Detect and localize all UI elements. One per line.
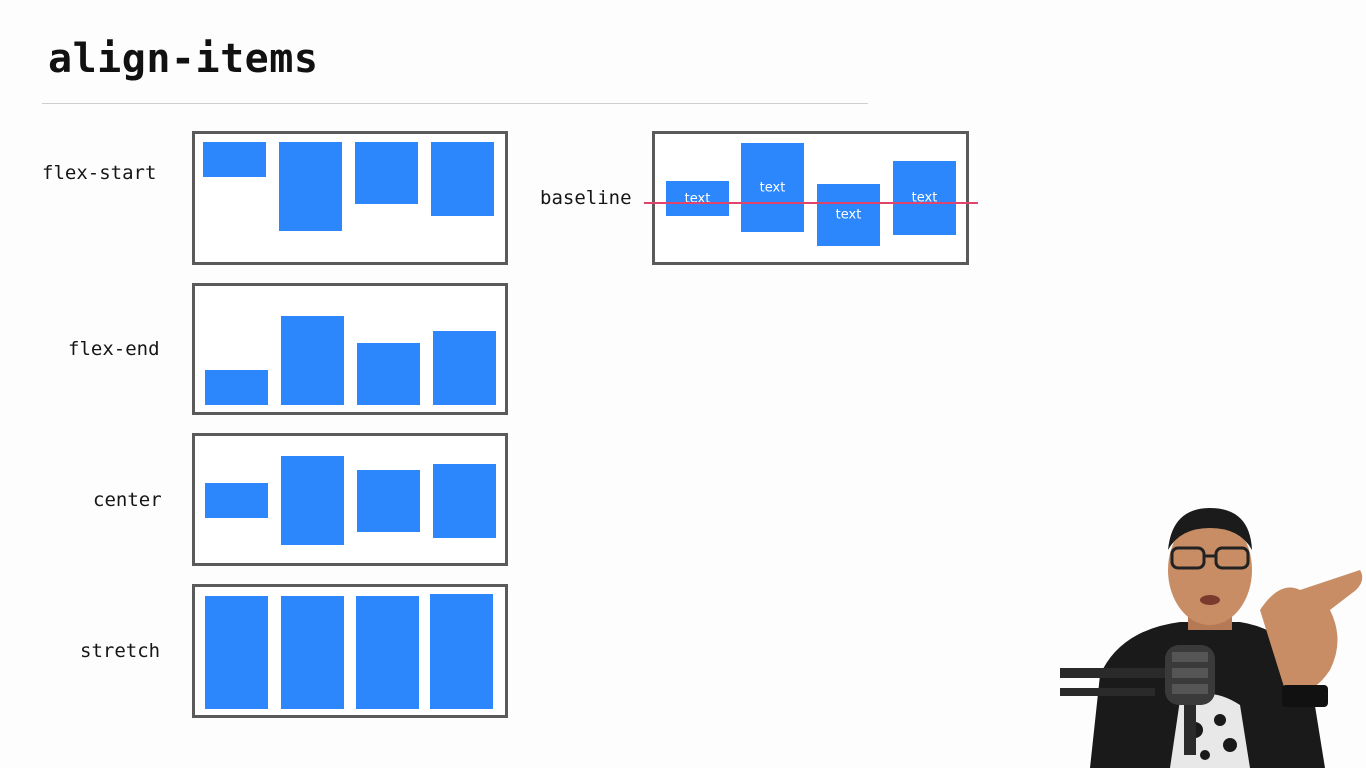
label-stretch: stretch: [80, 640, 161, 662]
demo-box-center: [192, 433, 508, 566]
flex-item: [203, 142, 266, 177]
presenter-illustration: [1060, 508, 1363, 768]
label-center: center: [93, 489, 162, 511]
flex-item: [281, 316, 344, 405]
baseline-indicator-line: [644, 202, 978, 204]
flex-item: [433, 331, 496, 405]
flex-item: text: [741, 143, 804, 232]
flex-item: [205, 370, 268, 405]
label-baseline: baseline: [540, 187, 632, 209]
flex-item: [357, 470, 420, 532]
item-text: text: [759, 180, 786, 195]
presenter-webcam: [1060, 500, 1366, 768]
flex-item: [205, 483, 268, 518]
label-flex-start: flex-start: [42, 162, 157, 184]
flex-item: text: [817, 184, 880, 246]
flex-item: [356, 596, 419, 709]
flex-item: [433, 464, 496, 538]
slide-title: align-items: [48, 36, 319, 82]
flex-item: text: [893, 161, 956, 235]
demo-box-stretch: [192, 584, 508, 718]
demo-box-flex-start: [192, 131, 508, 265]
flex-item: [279, 142, 342, 231]
flex-item: [357, 343, 420, 405]
flex-item: [281, 456, 344, 545]
flex-item: [430, 594, 493, 709]
title-divider: [42, 103, 868, 104]
label-flex-end: flex-end: [68, 338, 160, 360]
flex-item: [281, 596, 344, 709]
demo-box-baseline: text text text text: [652, 131, 969, 265]
flex-item: [205, 596, 268, 709]
item-text: text: [835, 207, 862, 223]
flex-item: [431, 142, 494, 216]
flex-item: [355, 142, 418, 204]
flex-item: text: [666, 181, 729, 216]
demo-box-flex-end: [192, 283, 508, 415]
item-text: text: [911, 190, 938, 206]
